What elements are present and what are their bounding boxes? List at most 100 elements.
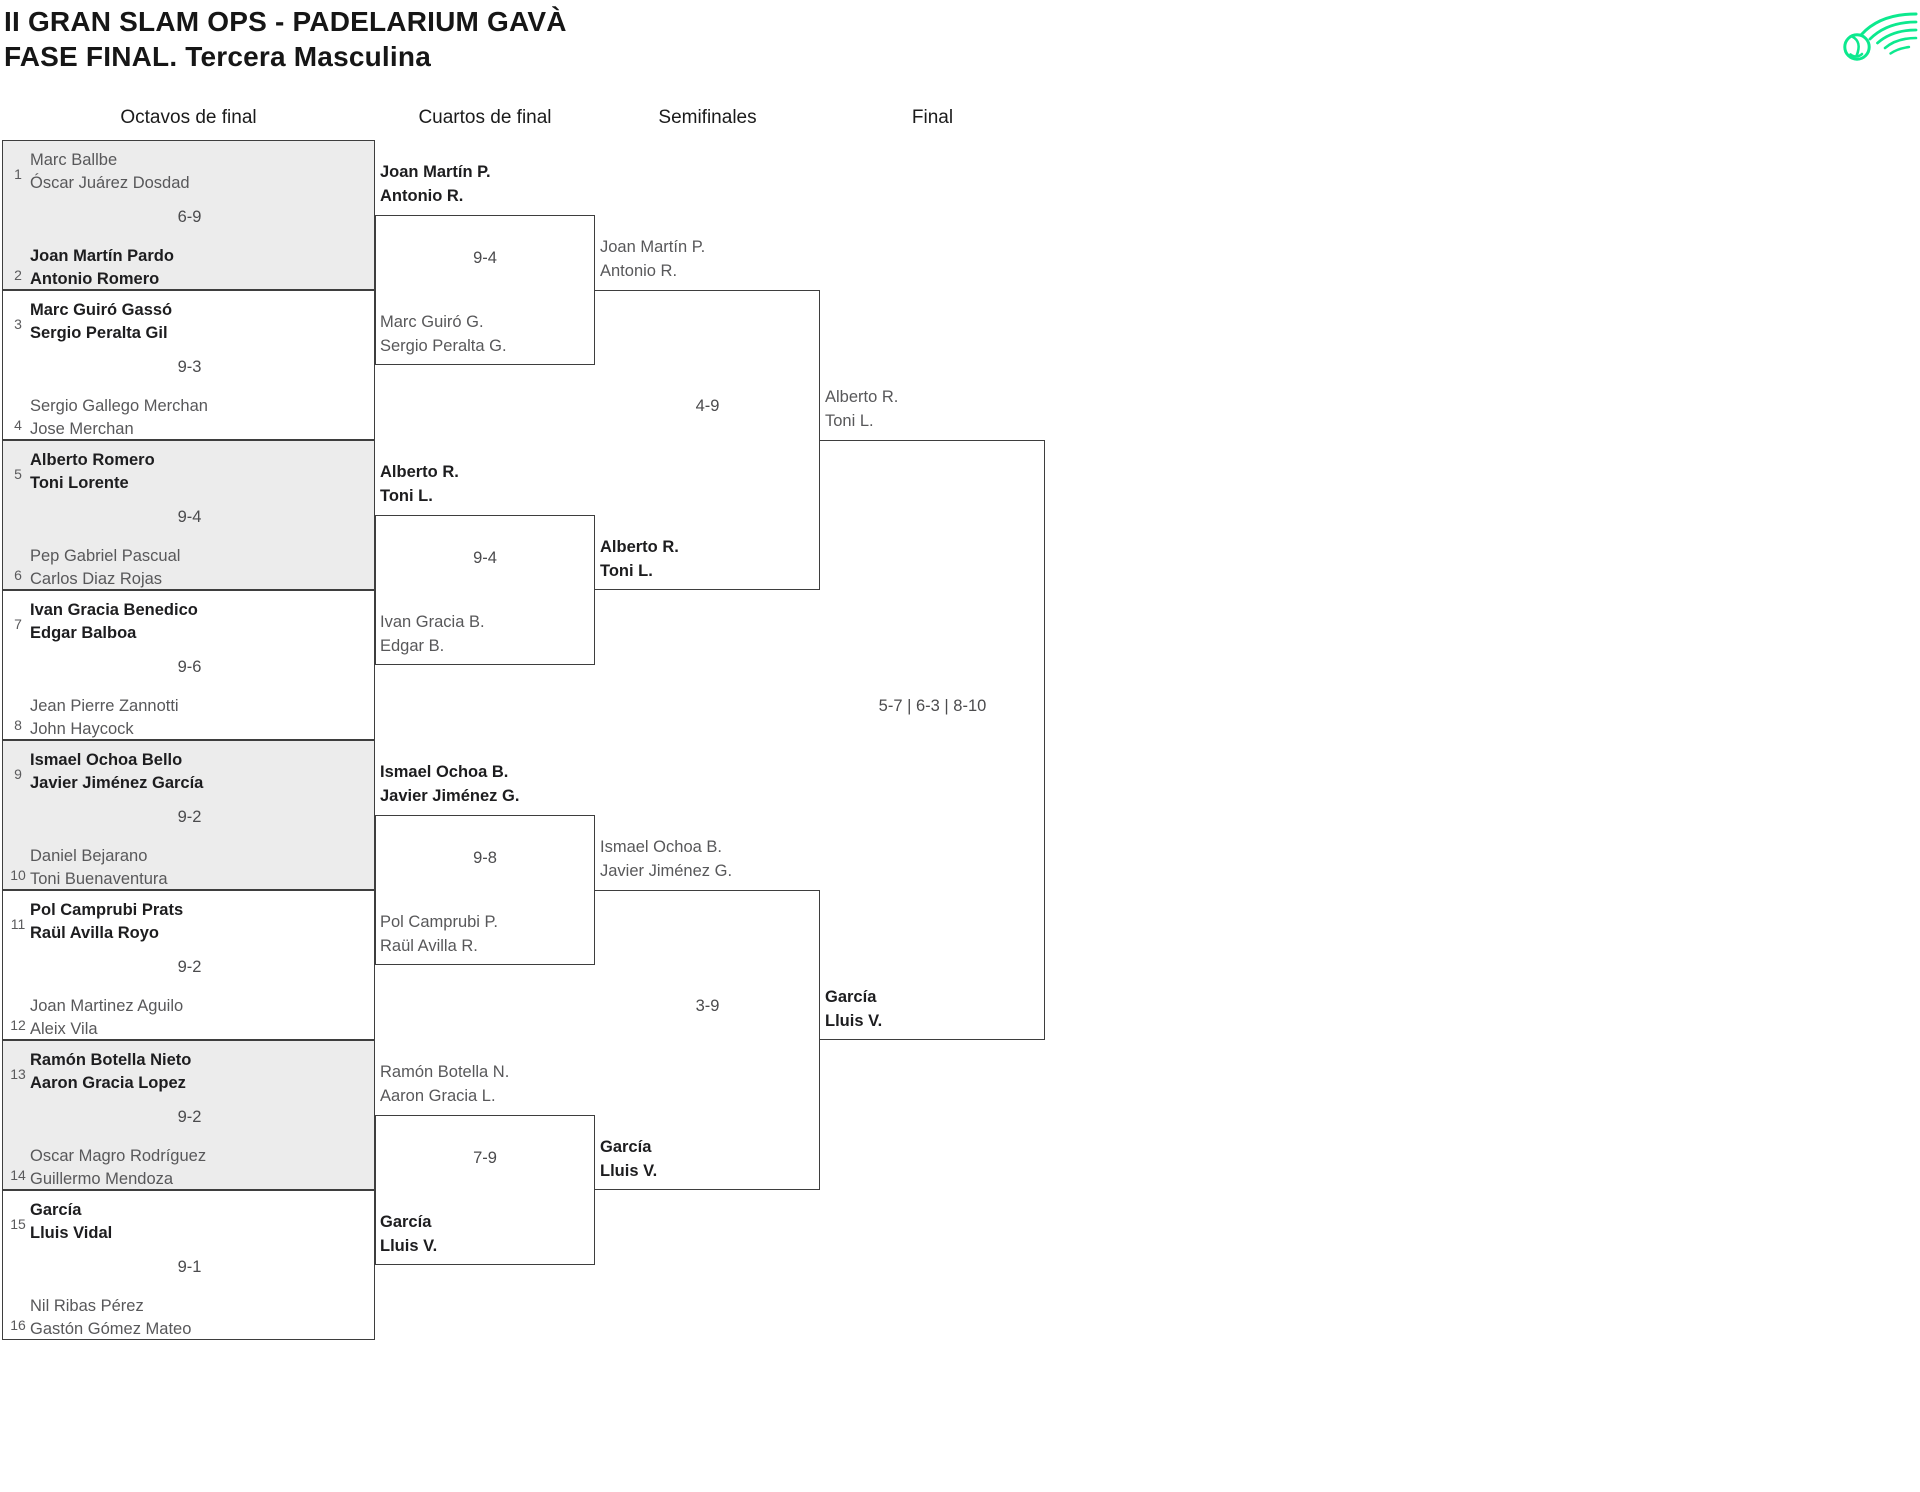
team-names: Ivan Gracia Benedico Edgar Balboa [30, 599, 198, 645]
semifinal-2-bracket [595, 890, 820, 1190]
team-name-line: García [380, 1213, 432, 1231]
team-name-line: Oscar Magro Rodríguez [30, 1147, 207, 1165]
team-name-line: Sergio Peralta Gil [30, 324, 168, 342]
team-names: Marc Guiró G. Sergio Peralta G. [380, 310, 507, 358]
cuartos-match-2-box [375, 515, 595, 665]
padel-ball-comet-logo-icon [1843, 12, 1918, 61]
seed-number: 1 [14, 166, 22, 182]
cuartos-match-1-box [375, 215, 595, 365]
team-names: Ismael Ochoa B. Javier Jiménez G. [380, 760, 519, 808]
seed-number: 12 [10, 1017, 26, 1033]
seed-number: 14 [10, 1167, 26, 1183]
team-name-line: Pol Camprubi P. [380, 913, 499, 931]
team-name-line: Javier Jiménez G. [600, 862, 733, 880]
octavos-match-3: 5 Alberto Romero Toni Lorente 9-4 6 Pep … [2, 440, 375, 590]
team-name-line: Aleix Vila [30, 1020, 98, 1038]
seed-number: 15 [10, 1216, 26, 1232]
team-name-line: Sergio Peralta G. [380, 337, 507, 355]
team-name-line: Joan Martín P. [380, 163, 491, 181]
team-name-line: Antonio Romero [30, 270, 160, 288]
team-names: Pol Camprubi Prats Raül Avilla Royo [30, 899, 183, 945]
team-name-line: García [600, 1138, 652, 1156]
team-name-line: García [30, 1201, 82, 1219]
octavos-match-1: 1 Marc Ballbe Óscar Juárez Dosdad 6-9 2 … [2, 140, 375, 290]
team-names: García Lluis V. [600, 1135, 657, 1183]
match-score: 9-4 [473, 549, 497, 567]
seed-number: 3 [14, 316, 22, 332]
team-names: Alberto Romero Toni Lorente [30, 449, 155, 495]
team-names: Ismael Ochoa Bello Javier Jiménez García [30, 749, 203, 795]
seed-number: 6 [14, 567, 22, 583]
round-header-final: Final [911, 107, 954, 128]
match-score: 9-4 [473, 249, 497, 267]
team-names: Alberto R. Toni L. [825, 385, 898, 433]
team-name-line: Sergio Gallego Merchan [30, 397, 208, 415]
team-name-line: Nil Ribas Pérez [30, 1297, 144, 1315]
match-score: 9-8 [473, 849, 497, 867]
team-names: Ramón Botella Nieto Aaron Gracia Lopez [30, 1049, 191, 1095]
team-name-line: Óscar Juárez Dosdad [30, 174, 190, 192]
team-name-line: Raül Avilla Royo [30, 924, 159, 942]
team-name-line: Lluis V. [380, 1237, 438, 1255]
team-name-line: Edgar Balboa [30, 624, 137, 642]
team-names: Ivan Gracia B. Edgar B. [380, 610, 485, 658]
team-name-line: Jean Pierre Zannotti [30, 697, 179, 715]
team-names: Ramón Botella N. Aaron Gracia L. [380, 1060, 509, 1108]
match-score: 9-6 [177, 658, 202, 676]
team-names: Marc Guiró Gassó Sergio Peralta Gil [30, 299, 172, 345]
team-name-line: Alberto R. [380, 463, 459, 481]
team-name-line: Carlos Diaz Rojas [30, 570, 163, 588]
team-names: Pol Camprubi P. Raül Avilla R. [380, 910, 498, 958]
team-name-line: Pol Camprubi Prats [30, 901, 184, 919]
team-name-line: Joan Martinez Aguilo [30, 997, 184, 1015]
team-names: Joan Martín P. Antonio R. [380, 160, 491, 208]
seed-number: 11 [10, 916, 26, 932]
team-names: Marc Ballbe Óscar Juárez Dosdad [30, 149, 190, 195]
team-name-line: Aaron Gracia L. [380, 1087, 496, 1105]
team-name-line: Marc Ballbe [30, 151, 118, 169]
team-name-line: Lluis V. [600, 1162, 658, 1180]
round-header-octavos: Octavos de final [120, 107, 257, 128]
match-score: 9-2 [177, 958, 202, 976]
cuartos-match-3-box [375, 815, 595, 965]
team-names: García Lluis Vidal [30, 1199, 112, 1245]
team-name-line: Ismael Ochoa B. [600, 838, 722, 856]
team-name-line: García [825, 988, 877, 1006]
match-score: 6-9 [177, 208, 202, 226]
team-names: Alberto R. Toni L. [380, 460, 459, 508]
team-name-line: Javier Jiménez García [30, 774, 204, 792]
seed-number: 16 [10, 1317, 26, 1333]
match-score: 3-9 [695, 997, 720, 1015]
team-names: Pep Gabriel Pascual Carlos Diaz Rojas [30, 545, 180, 591]
octavos-match-4: 7 Ivan Gracia Benedico Edgar Balboa 9-6 … [2, 590, 375, 740]
cuartos-match-4-box [375, 1115, 595, 1265]
team-names: Daniel Bejarano Toni Buenaventura [30, 845, 168, 891]
team-name-line: Joan Martín Pardo [30, 247, 174, 265]
team-name-line: Marc Guiró Gassó [30, 301, 173, 319]
team-name-line: Toni L. [600, 562, 653, 580]
semifinal-1-bracket [595, 290, 820, 590]
tournament-title: II GRAN SLAM OPS - PADELARIUM GAVÀ [4, 6, 567, 37]
team-name-line: Gastón Gómez Mateo [30, 1320, 192, 1338]
match-score: 9-1 [177, 1258, 202, 1276]
team-names: Nil Ribas Pérez Gastón Gómez Mateo [30, 1295, 191, 1341]
team-names: Alberto R. Toni L. [600, 535, 679, 583]
team-name-line: Alberto R. [825, 388, 899, 406]
team-names: Sergio Gallego Merchan Jose Merchan [30, 395, 208, 441]
octavos-match-8: 15 García Lluis Vidal 9-1 16 Nil Ribas P… [2, 1190, 375, 1340]
seed-number: 7 [14, 616, 22, 632]
seed-number: 9 [14, 766, 22, 782]
team-name-line: Javier Jiménez G. [380, 787, 520, 805]
team-name-line: Toni L. [380, 487, 433, 505]
octavos-match-2: 3 Marc Guiró Gassó Sergio Peralta Gil 9-… [2, 290, 375, 440]
seed-number: 10 [10, 867, 26, 883]
seed-number: 4 [14, 417, 22, 433]
team-name-line: Alberto Romero [30, 451, 155, 469]
team-name-line: Ismael Ochoa Bello [30, 751, 183, 769]
team-name-line: Antonio R. [600, 262, 678, 280]
team-name-line: Marc Guiró G. [380, 313, 484, 331]
team-name-line: Pep Gabriel Pascual [30, 547, 181, 565]
final-bracket [820, 440, 1045, 1040]
match-score: 4-9 [695, 397, 720, 415]
